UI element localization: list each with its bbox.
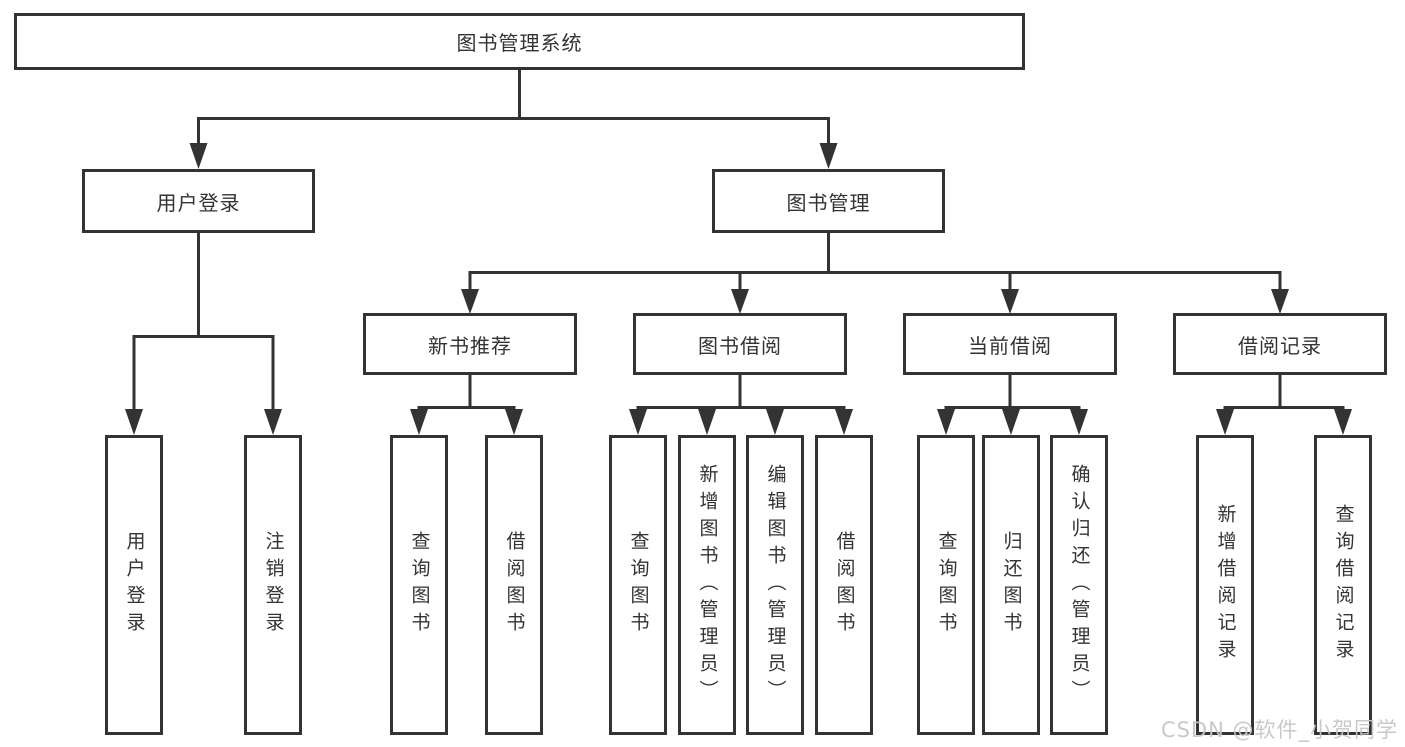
leaf-rec-query-book-label: 查询图书 [408,531,431,639]
node-user-login: 用户登录 [82,169,315,233]
node-borrowing-records-label: 借阅记录 [1238,333,1322,358]
leaf-br-add-record-label: 新增借阅记录 [1214,504,1237,666]
leaf-rec-borrow-book-label: 借阅图书 [503,531,526,639]
leaf-cb-confirm-return-admin-label: 确认归还（管理员） [1068,463,1091,707]
leaf-cb-return-book: 归还图书 [982,435,1040,735]
leaf-bb-edit-book-admin: 编辑图书（管理员） [746,435,804,735]
leaf-logout-label: 注销登录 [262,531,285,639]
node-book-management-label: 图书管理 [786,190,871,215]
leaf-bb-query-book-label: 查询图书 [627,531,650,639]
csdn-watermark: CSDN @软件_小贺同学 [1160,718,1398,742]
leaf-cb-return-book-label: 归还图书 [1000,531,1023,639]
node-root: 图书管理系统 [14,13,1025,70]
leaf-bb-borrow-book: 借阅图书 [815,435,873,735]
node-root-label: 图书管理系统 [456,31,583,55]
leaf-rec-query-book: 查询图书 [390,435,448,735]
leaf-br-query-record: 查询借阅记录 [1314,435,1372,735]
leaf-rec-borrow-book: 借阅图书 [485,435,543,735]
leaf-user-login-label: 用户登录 [123,531,146,639]
leaf-bb-add-book-admin: 新增图书（管理员） [678,435,736,735]
leaf-logout: 注销登录 [244,435,302,735]
node-new-book-recommendation: 新书推荐 [363,313,577,375]
leaf-user-login: 用户登录 [105,435,163,735]
leaf-br-query-record-label: 查询借阅记录 [1332,504,1355,666]
node-user-login-label: 用户登录 [156,190,241,215]
node-book-management: 图书管理 [712,169,945,233]
leaf-bb-edit-book-admin-label: 编辑图书（管理员） [764,463,787,707]
node-current-borrowing-label: 当前借阅 [968,333,1052,358]
leaf-bb-add-book-admin-label: 新增图书（管理员） [696,463,719,707]
node-borrowing-records: 借阅记录 [1173,313,1387,375]
leaf-bb-borrow-book-label: 借阅图书 [833,531,856,639]
node-book-borrowing: 图书借阅 [633,313,847,375]
leaf-bb-query-book: 查询图书 [609,435,667,735]
node-new-book-recommendation-label: 新书推荐 [428,333,512,358]
leaf-cb-query-book: 查询图书 [917,435,975,735]
leaf-br-add-record: 新增借阅记录 [1196,435,1254,735]
node-book-borrowing-label: 图书借阅 [698,333,782,358]
leaf-cb-query-book-label: 查询图书 [935,531,958,639]
leaf-cb-confirm-return-admin: 确认归还（管理员） [1050,435,1108,735]
node-current-borrowing: 当前借阅 [903,313,1117,375]
